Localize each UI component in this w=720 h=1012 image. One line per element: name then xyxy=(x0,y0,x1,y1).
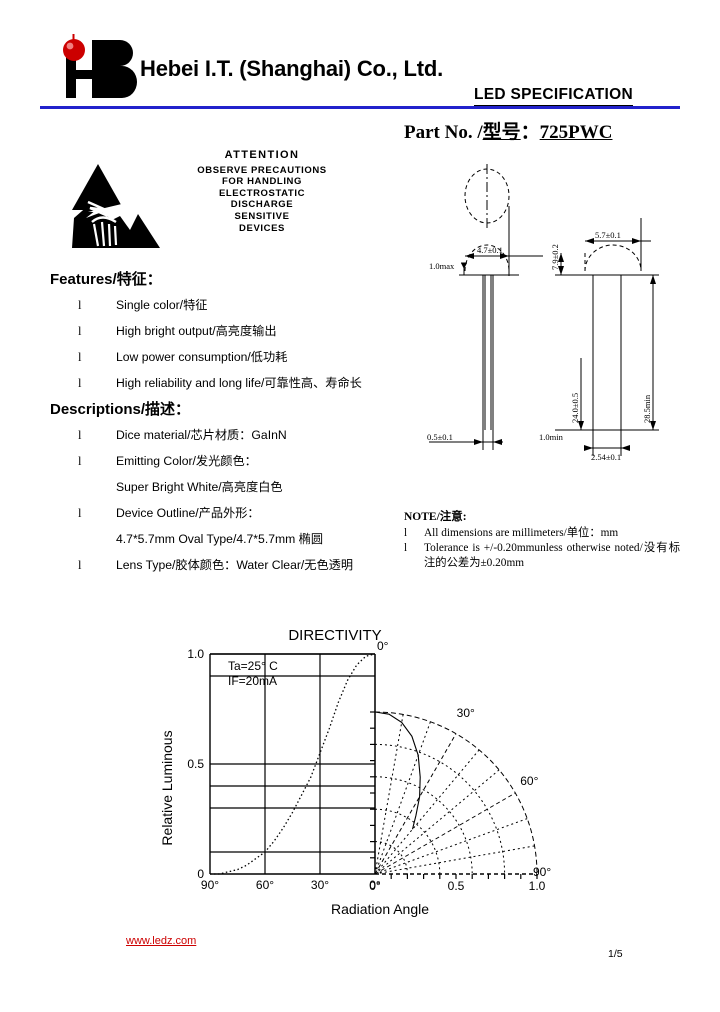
header-divider xyxy=(40,106,680,109)
note-item: l All dimensions are millimeters/单位：mm xyxy=(404,526,680,541)
list-item-sub: Super Bright White/高亮度白色 xyxy=(50,474,430,500)
luminous-curve xyxy=(210,653,376,875)
y-tick-label: 0.5 xyxy=(187,757,204,771)
bullet-icon: l xyxy=(78,298,82,312)
x-tick-label: 60° xyxy=(256,878,274,892)
polar-radial-label: 0.5 xyxy=(448,879,465,893)
chart-ylabel: Relative Luminous xyxy=(159,730,175,845)
bullet-icon: l xyxy=(78,506,82,520)
feature-text: High bright output/高亮度输出 xyxy=(116,324,277,338)
radiation-pattern-curve xyxy=(374,711,421,830)
dim-lead-pitch: 2.54±0.1 xyxy=(591,452,621,462)
chart-annotation: IF=20mA xyxy=(228,674,277,688)
polar-radial-label: 0° xyxy=(369,879,381,893)
company-logo xyxy=(52,34,138,100)
description-text: Emitting Color/发光颜色： xyxy=(116,454,257,468)
dim-lead-width: 0.5±0.1 xyxy=(427,432,453,442)
x-tick-label: 0° xyxy=(369,878,381,892)
list-item: l Emitting Color/发光颜色： xyxy=(50,448,430,474)
note-text: All dimensions are millimeters/单位：mm xyxy=(424,526,619,539)
polar-angle-label: 90° xyxy=(533,865,551,879)
description-text: Lens Type/胶体颜色：Water Clear/无色透明 xyxy=(116,558,354,572)
bullet-icon: l xyxy=(78,428,82,442)
esd-heading: ATTENTION xyxy=(224,149,300,161)
dim-width-side: 5.7±0.1 xyxy=(595,230,621,240)
dim-flange: 1.0max xyxy=(429,261,455,271)
esd-line-0: OBSERVE PRECAUTIONS xyxy=(197,164,327,176)
x-tick-label: 90° xyxy=(201,878,219,892)
description-text: Super Bright White/高亮度白色 xyxy=(116,480,283,494)
chart-xlabel: Radiation Angle xyxy=(331,901,429,917)
list-item: l Dice material/芯片材质：GaInN xyxy=(50,422,430,448)
note-block: NOTE/注意: l All dimensions are millimeter… xyxy=(404,510,680,570)
bullet-icon: l xyxy=(404,542,408,554)
dim-width-front: 4.7±0.1 xyxy=(477,245,503,255)
page-number: 1/5 xyxy=(608,948,623,960)
part-number-colon: ： xyxy=(520,122,540,143)
mechanical-drawing: 4.7±0.1 5.7±0.1 1.0max 0.5±0.1 2.54±0.1 … xyxy=(415,158,695,503)
esd-line-4: SENSITIVE xyxy=(234,210,290,222)
chart-annotation: Ta=25° C xyxy=(228,659,278,673)
note-heading: NOTE/注意: xyxy=(404,511,467,523)
dim-lead-min: 1.0min xyxy=(539,432,564,442)
note-item: l Tolerance is +/-0.20mmunless otherwise… xyxy=(404,541,680,570)
bullet-icon: l xyxy=(78,350,82,364)
bullet-icon: l xyxy=(78,376,82,390)
features-list: l Single color/特征 l High bright output/高… xyxy=(50,292,410,396)
esd-symbol-icon xyxy=(68,158,168,253)
list-item: l Single color/特征 xyxy=(50,292,410,318)
bullet-icon: l xyxy=(78,454,82,468)
part-number-label-cn: 型号 xyxy=(482,122,521,143)
polar-radial-label: 1.0 xyxy=(529,879,546,893)
list-item-sub: 4.7*5.7mm Oval Type/4.7*5.7mm 椭圆 xyxy=(50,526,430,552)
part-number-label: Part No. / xyxy=(404,122,483,143)
part-number-line: Part No. /型号：725PWC xyxy=(404,117,612,144)
list-item: l Lens Type/胶体颜色：Water Clear/无色透明 xyxy=(50,552,430,578)
list-item: l High bright output/高亮度输出 xyxy=(50,318,410,344)
list-item: l Device Outline/产品外形： xyxy=(50,500,430,526)
feature-text: High reliability and long life/可靠性高、寿命长 xyxy=(116,376,362,390)
description-text: Dice material/芯片材质：GaInN xyxy=(116,428,287,442)
part-number-value: 725PWC xyxy=(539,122,613,143)
list-item: l Low power consumption/低功耗 xyxy=(50,344,410,370)
dim-lead-length: 28.5min xyxy=(642,394,652,423)
esd-text: ATTENTION OBSERVE PRECAUTIONS FOR HANDLI… xyxy=(172,149,352,234)
x-tick-label: 30° xyxy=(311,878,329,892)
esd-line-5: DEVICES xyxy=(239,222,285,234)
descriptions-heading: Descriptions/描述： xyxy=(50,401,191,418)
document-title: LED SPECIFICATION xyxy=(474,86,633,107)
feature-text: Single color/特征 xyxy=(116,298,208,312)
bullet-icon: l xyxy=(78,324,82,338)
polar-angle-label: 30° xyxy=(457,706,475,720)
feature-text: Low power consumption/低功耗 xyxy=(116,350,288,364)
esd-line-3: DISCHARGE xyxy=(230,199,294,211)
features-heading: Features/特征： xyxy=(50,271,162,288)
website-link[interactable]: www.ledz.com xyxy=(126,935,197,947)
list-item: l High reliability and long life/可靠性高、寿命… xyxy=(50,370,410,396)
description-text: Device Outline/产品外形： xyxy=(116,506,260,520)
esd-warning: ATTENTION OBSERVE PRECAUTIONS FOR HANDLI… xyxy=(62,148,352,256)
chart-title: DIRECTIVITY xyxy=(288,627,381,644)
bullet-icon: l xyxy=(78,558,82,572)
description-text: 4.7*5.7mm Oval Type/4.7*5.7mm 椭圆 xyxy=(116,532,324,546)
bullet-icon: l xyxy=(404,526,408,539)
esd-line-1: FOR HANDLING xyxy=(221,176,303,188)
dim-body-height: 24.0±0.5 xyxy=(570,393,580,423)
polar-angle-label: 60° xyxy=(520,774,538,788)
note-text: Tolerance is +/-0.20mmunless otherwise n… xyxy=(424,542,680,569)
company-name: Hebei I.T. (Shanghai) Co., Ltd. xyxy=(140,56,444,81)
y-tick-label: 0 xyxy=(197,867,204,881)
descriptions-list: l Dice material/芯片材质：GaInN l Emitting Co… xyxy=(50,422,430,578)
dim-lens-height: 7.9±0.2 xyxy=(550,244,560,270)
esd-line-2: ELECTROSTATIC xyxy=(218,187,306,199)
y-tick-label: 1.0 xyxy=(187,647,204,661)
polar-angle-label: 0° xyxy=(377,639,389,653)
